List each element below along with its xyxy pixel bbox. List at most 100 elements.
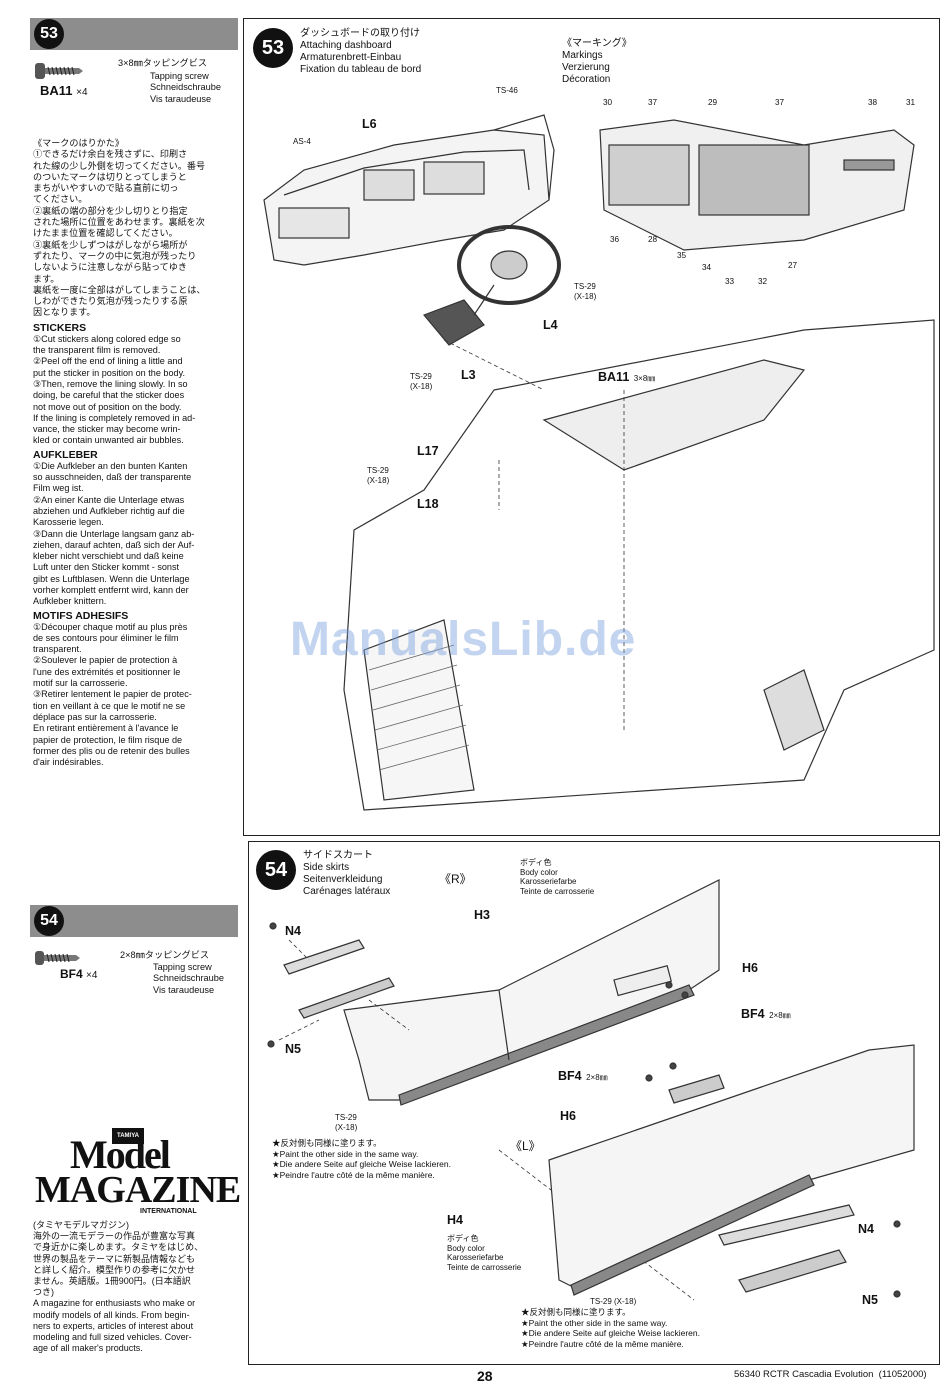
side-skirts-title-jp: サイドスカート: [303, 850, 373, 861]
jp-line: ②裏紙の端の部分を少し切りとり指定: [33, 205, 188, 216]
fr-line: motif sur la carrosserie.: [33, 678, 128, 689]
body-color-en: Body color: [447, 1243, 485, 1253]
step-53-header-bar: [30, 18, 238, 50]
body-color-en: Body color: [520, 867, 558, 877]
screw-spec-jp: 3×8㎜タッピングビス: [118, 58, 208, 68]
jp-line: ③裏紙を少しずつはがしながら場所が: [33, 239, 188, 250]
part-qty: ×4: [86, 970, 98, 981]
screw-spec-de: Schneidschraube: [153, 973, 224, 984]
de-line: ②An einer Kante die Unterlage etwas: [33, 494, 185, 505]
marking-number: 35: [677, 251, 687, 260]
de-line: ziehen, darauf achten, daß sich der Auf-: [33, 539, 195, 550]
marking-number: 36: [610, 235, 620, 244]
fr-line: déplace pas sur la carrosserie.: [33, 711, 157, 722]
marking-number: 29: [708, 98, 718, 107]
part-code-bf4: BF4: [60, 967, 83, 981]
de-line: so ausschneiden, daß der transparente: [33, 472, 192, 483]
jp-line: 因となります。: [33, 307, 96, 318]
en-line: ②Peel off the end of lining a little and: [33, 356, 183, 367]
side-skirts-drawing: [267, 879, 915, 1301]
paint-ts29: TS-29: [410, 372, 432, 381]
step-53-number-badge: 53: [34, 19, 64, 49]
marking-number: 33: [725, 277, 735, 286]
body-color-de: Karosseriefarbe: [447, 1253, 504, 1262]
fr-line: transparent.: [33, 644, 82, 655]
part-n5: N5: [862, 1293, 878, 1307]
markings-title-fr: Décoration: [562, 74, 611, 85]
part-h3: H3: [474, 908, 490, 922]
part-l18: L18: [417, 497, 439, 511]
jp-line: しないように注意しながら貼ってゆき: [33, 262, 187, 273]
de-line: Aufkleber knittern.: [33, 596, 107, 607]
magazine-en-line: modeling and full sized vehicles. Cover-: [33, 1332, 192, 1343]
jp-line: ①できるだけ余白を残さずに、印刷さ: [33, 149, 188, 160]
paint-ts29: TS-29: [367, 466, 389, 475]
body-color-jp: ボディ色: [520, 858, 552, 867]
marking-number: 31: [906, 98, 916, 107]
marking-number: 30: [603, 98, 613, 107]
markings-title-jp: 《マーキング》: [562, 38, 632, 49]
fr-line: ③Retirer lentement le papier de protec-: [33, 689, 192, 700]
paint-ts29: TS-29: [335, 1113, 357, 1122]
en-line: If the lining is completely removed in a…: [33, 412, 196, 423]
part-n5: N5: [285, 1042, 301, 1056]
side-skirts-title-fr: Carénages latéraux: [303, 886, 391, 897]
dashboard-title-en: Attaching dashboard: [300, 40, 392, 51]
tapping-screw-icon: [35, 63, 83, 79]
magazine-jp-line: ません。英語版。1冊900円。(日本語訳: [33, 1276, 191, 1287]
en-line: ③Then, remove the lining slowly. In so: [33, 378, 188, 389]
screw-size: 3×8㎜: [633, 374, 656, 383]
paint-note-en: ★Paint the other side in the same way.: [521, 1317, 668, 1328]
paint-ts29: TS-29: [574, 282, 596, 291]
body-color-fr: Teinte de carrosserie: [520, 886, 595, 896]
magazine-en-line: A magazine for enthusiasts who make or: [33, 1298, 196, 1309]
markings-title-en: Markings: [562, 50, 603, 61]
de-line: Karosserie legen.: [33, 517, 104, 528]
magazine-en-line: age of all maker's products.: [33, 1343, 143, 1354]
fr-line: former des plis ou de retenir des bulles: [33, 745, 190, 756]
jp-line: てください。: [33, 194, 88, 205]
en-line: the transparent film is removed.: [33, 345, 161, 356]
magazine-title-line3: INTERNATIONAL: [140, 1208, 197, 1215]
magazine-jp-line: (タミヤモデルマガジン): [33, 1220, 129, 1230]
instructions-jp-heading: 《マークのはりかた》: [33, 138, 124, 148]
paint-note-fr: ★Peindre l'autre côté de la même manière…: [521, 1338, 684, 1349]
marking-number: 34: [702, 263, 712, 272]
fr-line: l'une des extrémités et positionner le: [33, 666, 181, 677]
tamiya-logo: TAMIYA: [112, 1128, 144, 1144]
en-line: put the sticker in position on the body.: [33, 367, 185, 378]
dashboard-title-fr: Fixation du tableau de bord: [300, 64, 422, 75]
jp-line: れた線の少し外側を切ってください。番号: [33, 160, 206, 171]
screw-spec-en: Tapping screw: [150, 71, 209, 81]
paint-x18: (X-18): [410, 381, 433, 391]
step-54-panel: [248, 841, 940, 1365]
magazine-jp-line: 海外の一流モデラーの作品が豊富な写真: [33, 1231, 196, 1242]
tapping-screw-icon: [35, 951, 80, 965]
jp-line: しわができたり気泡が残ったりする原: [33, 296, 188, 307]
side-left-label: 《L》: [510, 1139, 541, 1153]
tamiya-brand-text: TAMIYA: [116, 1133, 139, 1139]
fr-line: de ses contours pour éliminer le film: [33, 632, 179, 643]
body-color-de: Karosseriefarbe: [520, 877, 577, 886]
marking-number: 32: [758, 277, 768, 286]
magazine-en-line: modify models of all kinds. From begin-: [33, 1309, 190, 1320]
jp-line: された場所に位置をあわせます。裏紙を次: [33, 217, 205, 228]
jp-line: 裏紙を一度に全部はがしてしまうことは、: [33, 284, 206, 295]
body-color-fr: Teinte de carrosserie: [447, 1262, 522, 1272]
side-skirts-title-en: Side skirts: [303, 862, 350, 873]
magazine-jp-line: と詳しく紹介。模型作りの参考に欠かせ: [33, 1264, 196, 1275]
de-line: Luft unter den Sticker kommt - sonst: [33, 562, 180, 573]
paint-x18: (X-18): [335, 1122, 358, 1132]
instructions-de-heading: AUFKLEBER: [33, 448, 98, 461]
paint-ts29-x18: TS-29 (X-18): [590, 1297, 637, 1306]
fr-line: ②Soulever le papier de protection à: [33, 655, 178, 666]
de-line: ①Die Aufkleber an den bunten Kanten: [33, 460, 188, 471]
screw-spec-fr: Vis taraudeuse: [150, 93, 212, 104]
de-line: abziehen und Aufkleber richtig auf die: [33, 505, 185, 516]
marking-number: 38: [868, 98, 878, 107]
dashboard-title-jp: ダッシュボードの取り付け: [300, 28, 420, 39]
screw-spec-jp: 2×8㎜タッピングビス: [120, 950, 210, 960]
de-line: kleber nicht verschiebt und daß keine: [33, 551, 184, 562]
magazine-description: (タミヤモデルマガジン) 海外の一流モデラーの作品が豊富な写真 で身近かに楽しめ…: [33, 1220, 236, 1354]
en-line: ①Cut stickers along colored edge so: [33, 333, 181, 344]
